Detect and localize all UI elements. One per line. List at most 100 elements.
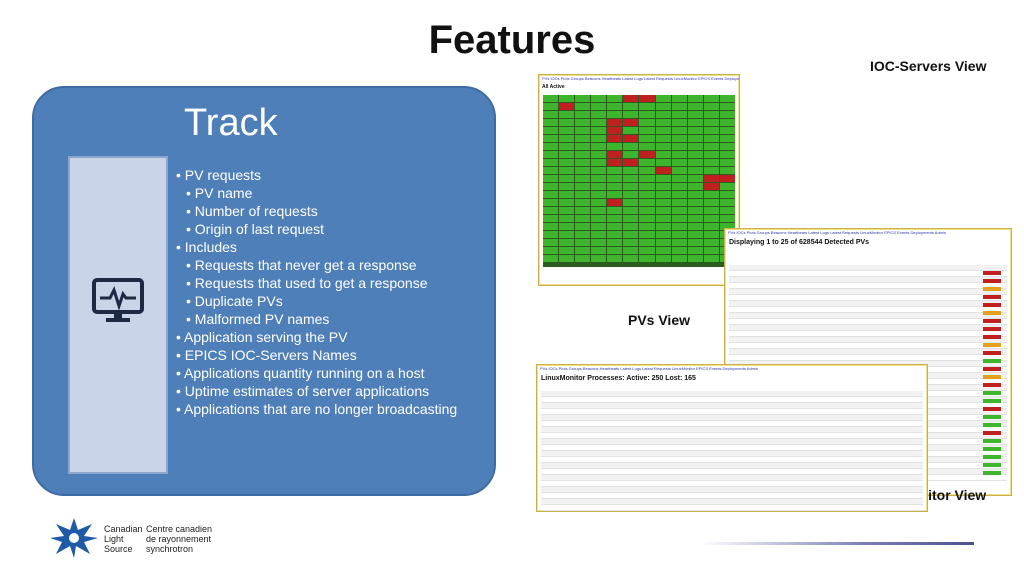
status-badge (983, 287, 1001, 291)
ioc-status-grid (543, 95, 735, 267)
ioc-status-cell (687, 199, 703, 206)
ioc-status-cell (719, 143, 735, 150)
ioc-status-cell (639, 159, 655, 166)
ioc-status-cell (639, 199, 655, 206)
table-row (541, 481, 923, 487)
ioc-status-cell (559, 191, 575, 198)
ioc-status-cell (655, 247, 671, 254)
ioc-status-cell (575, 151, 591, 158)
ioc-status-cell (591, 199, 607, 206)
table-row (729, 349, 1007, 355)
status-badge (983, 327, 1001, 331)
ioc-status-cell (575, 191, 591, 198)
ioc-status-cell (671, 191, 687, 198)
status-badge (983, 399, 1001, 403)
status-badge (983, 359, 1001, 363)
ioc-nav: PVs IOCs Plots Groups Beacons Heartbeats… (542, 76, 740, 81)
ioc-status-cell (607, 199, 623, 206)
ioc-status-cell (687, 119, 703, 126)
ioc-status-cell (575, 103, 591, 110)
status-badge (983, 335, 1001, 339)
ioc-status-cell (591, 191, 607, 198)
table-row (541, 421, 923, 427)
ioc-status-cell (543, 239, 559, 246)
ioc-status-cell (671, 247, 687, 254)
ioc-status-cell (687, 167, 703, 174)
ioc-status-cell (543, 215, 559, 222)
ioc-status-cell (623, 231, 639, 238)
table-row (541, 499, 923, 505)
table-row (729, 295, 1007, 301)
ioc-status-cell (655, 207, 671, 214)
ioc-status-cell (607, 119, 623, 126)
ioc-status-cell (687, 215, 703, 222)
table-row (729, 307, 1007, 313)
status-badge (983, 407, 1001, 411)
status-badge (983, 391, 1001, 395)
ioc-status-cell (639, 95, 655, 102)
table-row (541, 493, 923, 499)
ioc-status-cell (591, 223, 607, 230)
ioc-status-cell (575, 255, 591, 262)
ioc-status-cell (607, 95, 623, 102)
ioc-status-cell (623, 111, 639, 118)
status-badge (983, 311, 1001, 315)
ioc-status-cell (655, 175, 671, 182)
ioc-status-cell (671, 103, 687, 110)
table-row (541, 475, 923, 481)
ioc-status-cell (607, 167, 623, 174)
ioc-status-cell (559, 103, 575, 110)
ioc-status-cell (671, 239, 687, 246)
pvs-view-label: PVs View (628, 312, 691, 328)
ioc-status-cell (543, 223, 559, 230)
ioc-status-cell (591, 175, 607, 182)
table-row (541, 415, 923, 421)
ioc-status-cell (703, 135, 719, 142)
status-badge (983, 471, 1001, 475)
ioc-status-cell (591, 231, 607, 238)
ioc-status-cell (559, 247, 575, 254)
status-badge (983, 455, 1001, 459)
ioc-status-cell (543, 127, 559, 134)
ioc-status-cell (575, 119, 591, 126)
ioc-status-cell (559, 215, 575, 222)
ioc-status-cell (671, 231, 687, 238)
ioc-status-cell (639, 135, 655, 142)
ioc-status-cell (703, 255, 719, 262)
ioc-status-cell (607, 151, 623, 158)
logo-text-fr: Centre canadien de rayonnement synchrotr… (146, 524, 213, 554)
feature-item: • Requests that never get a response (186, 257, 417, 273)
lm-nav: PVs IOCs Plots Groups Beacons Heartbeats… (540, 366, 759, 371)
ioc-status-cell (623, 167, 639, 174)
ioc-status-cell (719, 175, 735, 182)
ioc-status-cell (703, 191, 719, 198)
feature-item: • Origin of last request (186, 221, 324, 237)
ioc-status-cell (703, 199, 719, 206)
ioc-status-cell (623, 151, 639, 158)
ioc-status-cell (607, 143, 623, 150)
ioc-status-cell (671, 111, 687, 118)
ioc-status-cell (719, 159, 735, 166)
ioc-status-cell (687, 143, 703, 150)
table-row (729, 283, 1007, 289)
ioc-status-cell (719, 191, 735, 198)
status-badge (983, 279, 1001, 283)
ioc-status-cell (591, 239, 607, 246)
table-row (729, 265, 1007, 271)
ioc-status-cell (623, 183, 639, 190)
table-row (541, 487, 923, 493)
ioc-status-cell (639, 239, 655, 246)
table-row (541, 427, 923, 433)
ioc-status-cell (575, 199, 591, 206)
ioc-status-cell (703, 175, 719, 182)
ioc-status-cell (703, 111, 719, 118)
table-row (541, 445, 923, 451)
ioc-servers-label: IOC-Servers View (870, 58, 987, 74)
status-badge (983, 375, 1001, 379)
ioc-status-cell (607, 159, 623, 166)
ioc-status-cell (591, 247, 607, 254)
ioc-status-cell (575, 159, 591, 166)
ioc-status-cell (703, 159, 719, 166)
ioc-status-cell (703, 231, 719, 238)
ioc-status-cell (655, 111, 671, 118)
